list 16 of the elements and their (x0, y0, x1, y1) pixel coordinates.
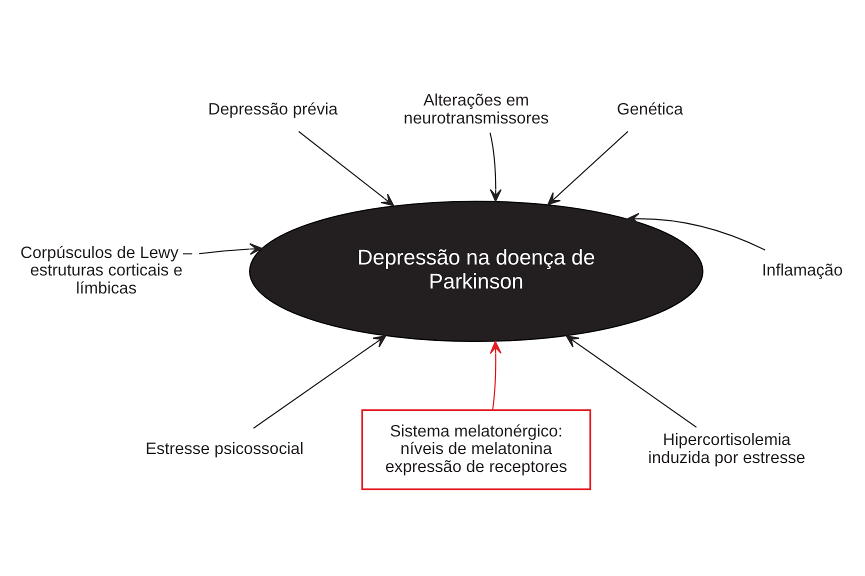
arrow (626, 212, 766, 250)
arrow (253, 334, 386, 428)
node-text: Genética (616, 99, 684, 118)
arrow (490, 340, 502, 410)
node-text: Hipercortisolemia induzida por estresse (648, 430, 806, 466)
arrow (490, 132, 502, 202)
arrow (547, 130, 628, 205)
node-text: Depressão prévia (208, 99, 338, 118)
node-box: Sistema melatonérgico: níveis de melatonina expressão de receptores (361, 408, 592, 490)
node-text: Estresse psicossocial (145, 438, 304, 458)
arrow (199, 242, 263, 254)
arrow (566, 334, 697, 428)
node-text: Inflamação (762, 260, 843, 280)
arrow (298, 130, 394, 206)
node-text: Alterações em neurotransmissores (404, 90, 549, 127)
node-text: Corpúsculos de Lewy – estruturas corticais e límbicas (20, 242, 192, 297)
